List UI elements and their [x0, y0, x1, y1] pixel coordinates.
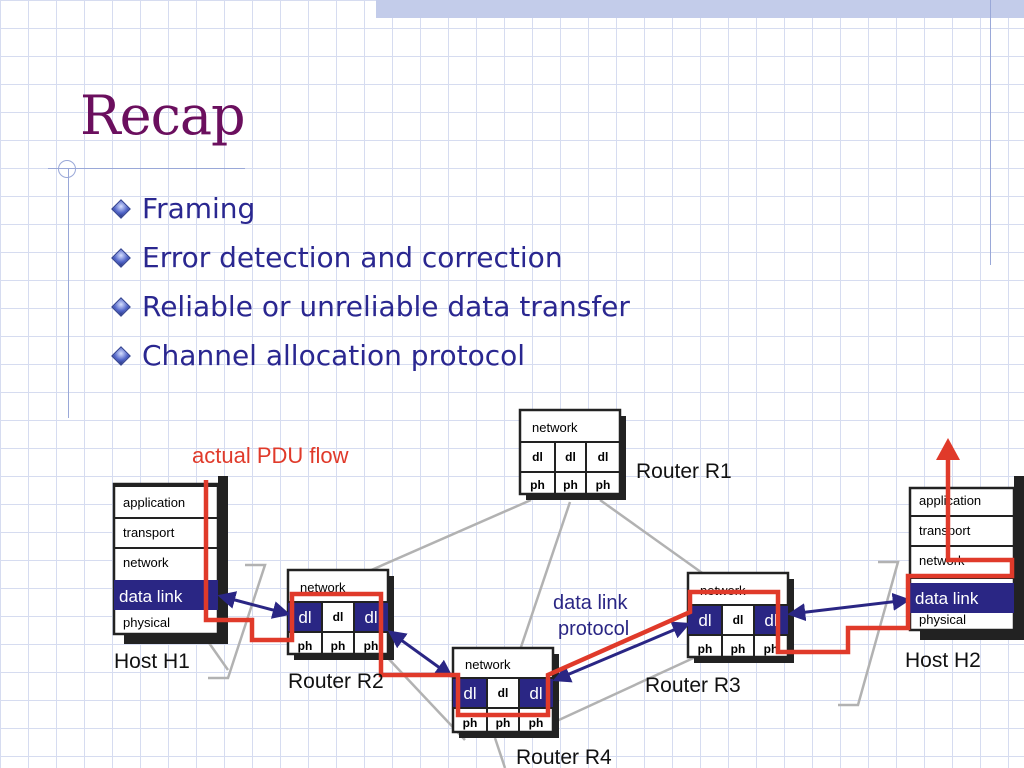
r3-ph-cell: ph — [764, 642, 779, 656]
router-r4: network dl dl dl ph ph ph — [451, 646, 559, 738]
router-r1-label: Router R1 — [636, 460, 732, 483]
r2-ph-cell: ph — [364, 639, 379, 653]
router-r1: network dl dl dl ph ph ph — [518, 408, 626, 500]
r4-dl-cell: dl — [498, 686, 509, 700]
slide-title: Recap — [80, 84, 246, 147]
r1-dl-cell: dl — [598, 450, 609, 464]
network-diagram: network dl dl dl ph ph ph network dl dl … — [112, 408, 1024, 768]
decor-vertical-line-right — [990, 0, 991, 265]
bullet-text: Framing — [142, 192, 256, 225]
h2-layer-data-link: data link — [915, 589, 979, 608]
h2-layer-transport: transport — [919, 523, 971, 538]
diamond-bullet-icon — [111, 296, 131, 317]
h1-layer-network: network — [123, 555, 169, 570]
h1-layer-data-link: data link — [119, 587, 183, 606]
link-arrows — [217, 591, 911, 683]
router-r4-label: Router R4 — [516, 746, 612, 768]
r2-dl-cell: dl — [298, 608, 311, 627]
header-band — [376, 0, 1024, 18]
title-circle-ornament — [58, 160, 76, 178]
h2-layer-physical: physical — [919, 612, 966, 627]
r2-network-cell: network — [300, 580, 346, 595]
protocol-label-line1: data link — [553, 592, 628, 614]
protocol-label-line2: protocol — [558, 618, 629, 640]
bullet-item: Channel allocation protocol — [108, 331, 630, 380]
router-r3-label: Router R3 — [645, 674, 741, 697]
diamond-bullet-icon — [111, 198, 131, 219]
r4-dl-cell: dl — [463, 684, 476, 703]
title-underline — [48, 168, 245, 169]
r2-dl-cell: dl — [364, 608, 377, 627]
pdu-flow-path — [203, 438, 1015, 718]
bullet-item: Framing — [108, 184, 630, 233]
h2-layer-network: network — [919, 553, 965, 568]
r1-network-cell: network — [532, 420, 578, 435]
arrow-up-icon — [936, 438, 960, 460]
r1-dl-cell: dl — [565, 450, 576, 464]
diamond-bullet-icon — [111, 247, 131, 268]
r4-dl-cell: dl — [529, 684, 542, 703]
r3-ph-cell: ph — [698, 642, 713, 656]
r2-ph-cell: ph — [331, 639, 346, 653]
router-r2-label: Router R2 — [288, 670, 384, 693]
host-h2-label: Host H2 — [905, 649, 981, 672]
r3-dl-cell: dl — [733, 613, 744, 627]
router-r2: network dl dl dl ph ph ph — [286, 568, 394, 660]
r4-network-cell: network — [465, 657, 511, 672]
host-h1-label: Host H1 — [114, 650, 190, 673]
r3-dl-cell: dl — [698, 611, 711, 630]
bullet-text: Reliable or unreliable data transfer — [142, 290, 630, 323]
bullet-text: Error detection and correction — [142, 241, 563, 274]
r4-ph-cell: ph — [463, 716, 478, 730]
r3-ph-cell: ph — [731, 642, 746, 656]
diamond-bullet-icon — [111, 345, 131, 366]
bullet-item: Reliable or unreliable data transfer — [108, 282, 630, 331]
decor-vertical-line-left — [68, 168, 69, 418]
r2-ph-cell: ph — [298, 639, 313, 653]
r1-ph-cell: ph — [596, 478, 611, 492]
r1-ph-cell: ph — [530, 478, 545, 492]
bullet-list: Framing Error detection and correction R… — [108, 184, 630, 380]
pdu-flow-label: actual PDU flow — [192, 443, 349, 468]
host-h1: application transport network data link … — [112, 476, 228, 644]
r1-dl-cell: dl — [532, 450, 543, 464]
h1-layer-transport: transport — [123, 525, 175, 540]
r2-dl-cell: dl — [333, 610, 344, 624]
h1-layer-application: application — [123, 495, 185, 510]
r4-ph-cell: ph — [529, 716, 544, 730]
r1-ph-cell: ph — [563, 478, 578, 492]
r4-ph-cell: ph — [496, 716, 511, 730]
r3-dl-cell: dl — [764, 611, 777, 630]
h1-layer-physical: physical — [123, 615, 170, 630]
bullet-item: Error detection and correction — [108, 233, 630, 282]
bullet-text: Channel allocation protocol — [142, 339, 526, 372]
